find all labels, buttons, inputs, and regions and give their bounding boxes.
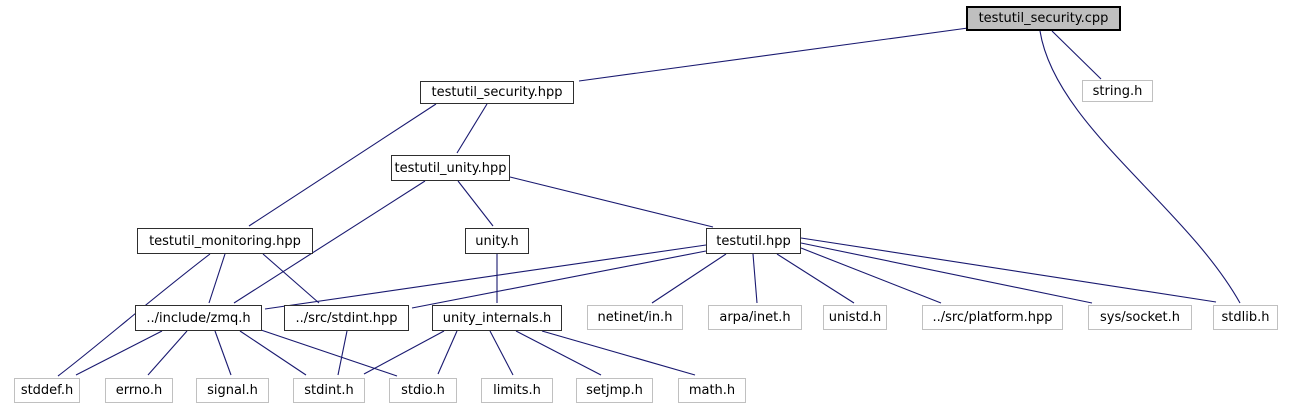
edge-testutil-hpp-to-src-stdint-hpp xyxy=(411,250,707,309)
edge-unity-internals-h-to-stdint-h xyxy=(363,330,445,375)
edge-testutil-unity-hpp-to-include-zmq-h xyxy=(233,180,426,304)
edge-src-stdint-hpp-to-stdint-h xyxy=(337,330,348,376)
edge-testutil-security-cpp-to-testutil-security-hpp xyxy=(578,27,969,82)
node-unity-h[interactable]: unity.h xyxy=(465,228,529,254)
edge-include-zmq-h-to-errno-h xyxy=(147,330,188,376)
node-unistd-h: unistd.h xyxy=(823,305,887,330)
edge-testutil-monitoring-hpp-to-src-stdint-hpp xyxy=(262,253,320,304)
edge-unity-internals-h-to-limits-h xyxy=(489,330,514,376)
edge-testutil-security-hpp-to-testutil-monitoring-hpp xyxy=(248,103,437,227)
edge-testutil-security-hpp-to-testutil-unity-hpp xyxy=(456,103,488,154)
edge-testutil-hpp-to-unistd-h xyxy=(776,253,855,304)
node-testutil-unity-hpp[interactable]: testutil_unity.hpp xyxy=(391,155,510,181)
edge-unity-internals-h-to-setjmp-h xyxy=(515,330,602,376)
edge-testutil-hpp-to-stdlib-h xyxy=(800,237,1217,303)
edge-testutil-hpp-to-netinet-in-h xyxy=(651,253,727,304)
node-stddef-h: stddef.h xyxy=(14,378,80,403)
edge-unity-internals-h-to-math-h xyxy=(541,330,696,376)
edge-unity-internals-h-to-stdio-h xyxy=(437,330,458,375)
node-string-h: string.h xyxy=(1082,80,1153,102)
node-src-platform-hpp: ../src/platform.hpp xyxy=(922,305,1063,330)
node-signal-h: signal.h xyxy=(196,378,269,403)
edge-testutil-hpp-to-include-zmq-h xyxy=(264,244,707,310)
edge-testutil-monitoring-hpp-to-stddef-h xyxy=(57,253,211,377)
edge-testutil-security-cpp-to-string-h xyxy=(1051,30,1102,80)
edge-testutil-unity-hpp-to-testutil-hpp xyxy=(509,176,714,228)
node-testutil-security-hpp[interactable]: testutil_security.hpp xyxy=(420,81,574,104)
edge-include-zmq-h-to-stddef-h xyxy=(75,330,163,376)
edge-testutil-hpp-to-src-platform-hpp xyxy=(800,247,942,304)
edge-include-zmq-h-to-signal-h xyxy=(214,330,232,376)
node-testutil-monitoring-hpp[interactable]: testutil_monitoring.hpp xyxy=(137,228,313,254)
edge-include-zmq-h-to-stdio-h xyxy=(260,329,398,377)
node-sys-socket-h: sys/socket.h xyxy=(1088,305,1192,330)
node-netinet-in-h: netinet/in.h xyxy=(587,305,683,330)
node-testutil-hpp[interactable]: testutil.hpp xyxy=(706,228,801,254)
edges-group xyxy=(57,27,1241,377)
edge-testutil-monitoring-hpp-to-include-zmq-h xyxy=(208,253,226,304)
node-stdio-h: stdio.h xyxy=(389,378,457,403)
node-math-h: math.h xyxy=(678,378,746,403)
edge-testutil-hpp-to-arpa-inet-h xyxy=(752,253,758,304)
node-setjmp-h: setjmp.h xyxy=(576,378,653,403)
edge-testutil-hpp-to-sys-socket-h xyxy=(800,242,1093,304)
node-include-zmq-h[interactable]: ../include/zmq.h xyxy=(135,305,262,331)
node-testutil-security-cpp[interactable]: testutil_security.cpp xyxy=(966,6,1121,31)
edge-include-zmq-h-to-stdint-h xyxy=(239,330,307,376)
node-stdint-h: stdint.h xyxy=(293,378,365,403)
node-limits-h: limits.h xyxy=(481,378,553,403)
edge-testutil-security-cpp-to-stdlib-h xyxy=(1039,30,1241,304)
node-stdlib-h: stdlib.h xyxy=(1213,305,1278,330)
node-arpa-inet-h: arpa/inet.h xyxy=(708,305,802,330)
edge-testutil-unity-hpp-to-unity-h xyxy=(457,180,494,227)
node-unity-internals-h[interactable]: unity_internals.h xyxy=(432,305,562,331)
node-src-stdint-hpp[interactable]: ../src/stdint.hpp xyxy=(284,305,409,331)
node-errno-h: errno.h xyxy=(105,378,173,403)
